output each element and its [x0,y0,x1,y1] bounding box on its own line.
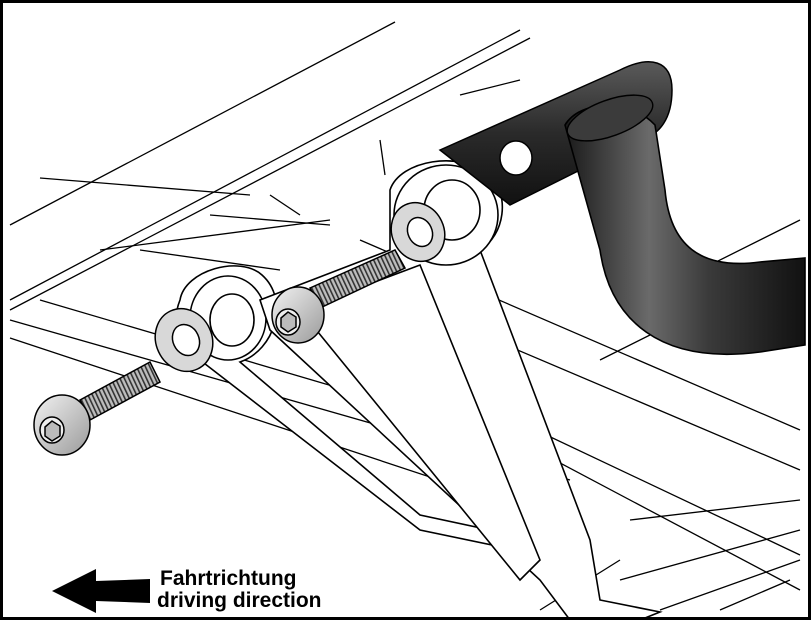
lower-bolt [33,360,161,456]
lower-washer [154,307,214,373]
upper-bolt [271,249,407,344]
direction-caption: Fahrtrichtung driving direction [157,567,322,612]
caption-line-english: driving direction [157,589,322,612]
bent-tube [564,94,806,356]
caption-line-german: Fahrtrichtung [160,567,297,590]
arrow-left-icon [52,569,150,613]
upper-washer [390,201,446,263]
